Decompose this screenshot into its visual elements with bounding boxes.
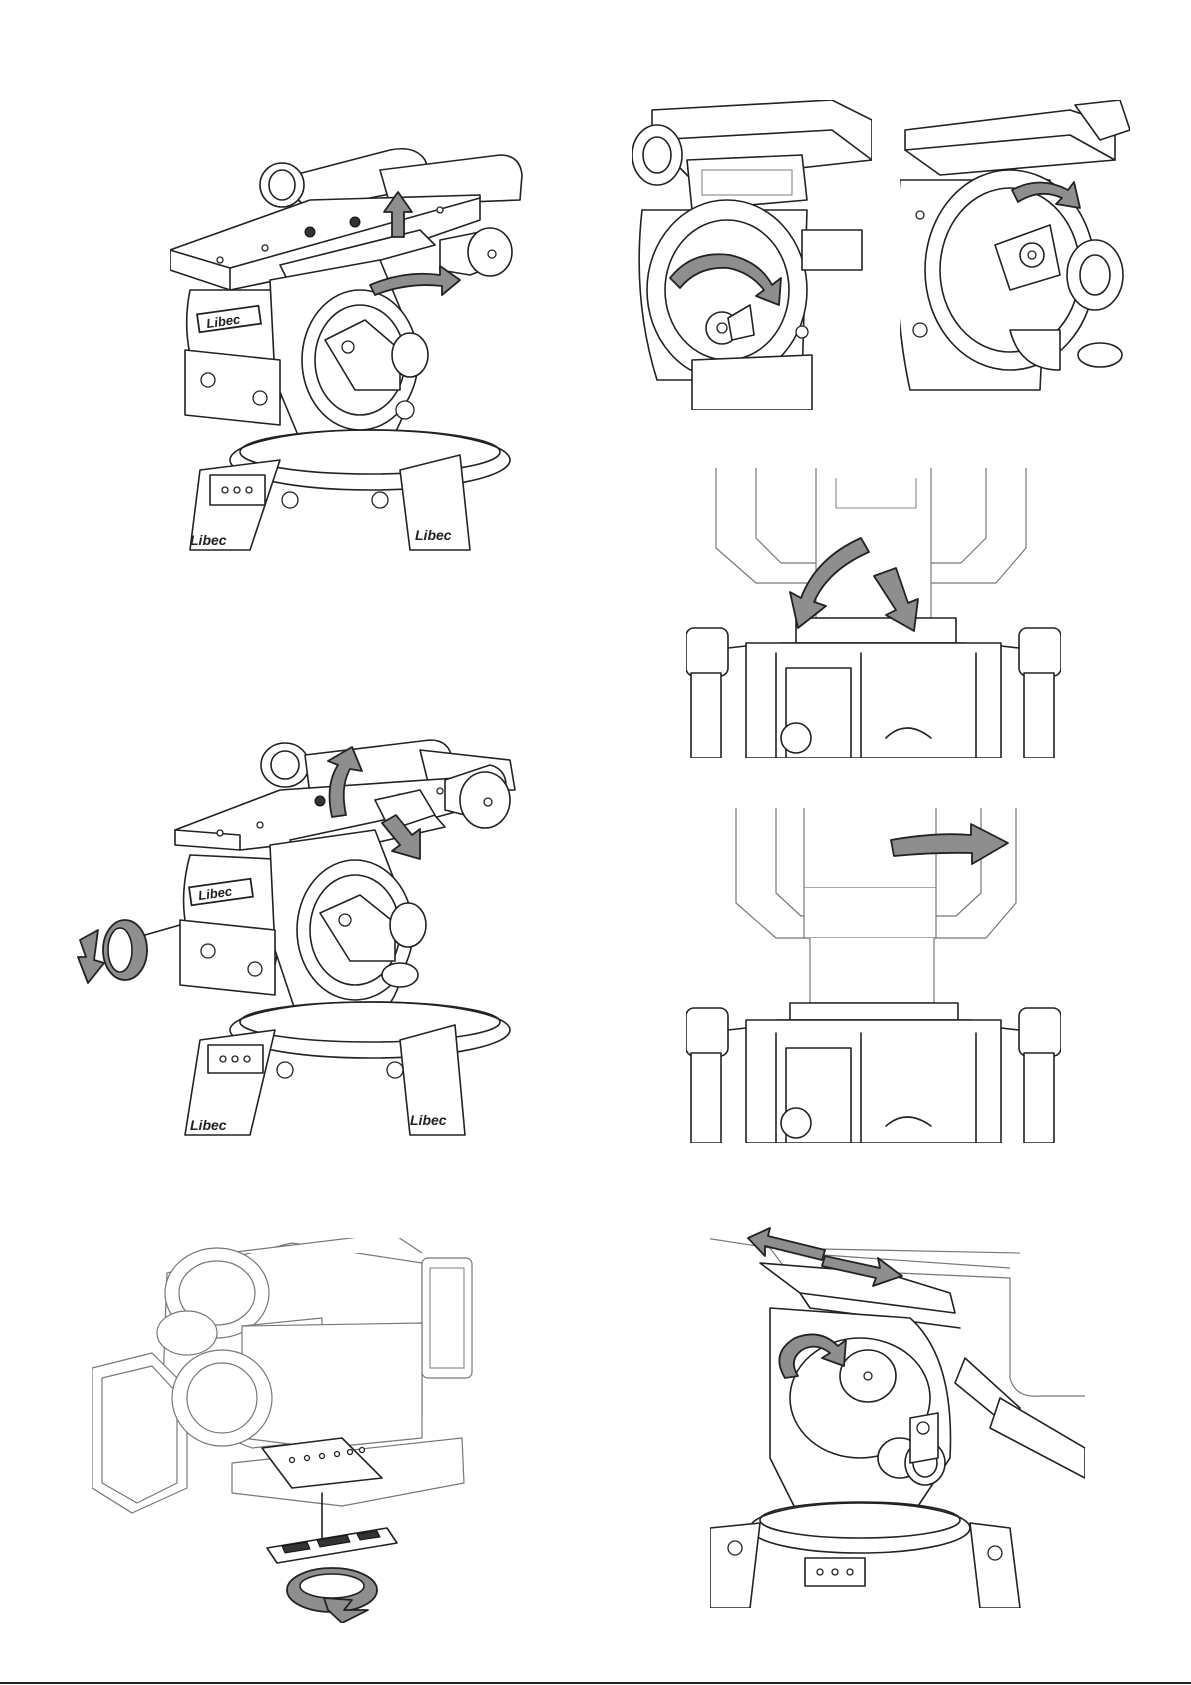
figure-head-plate-release: Libec Libec Libec: [170, 140, 570, 600]
figure-head-plate-secure: Libec Libec Libec: [70, 735, 570, 1165]
rotate-knob-arrow-icon: [78, 920, 147, 983]
screw-rotate-arrow-icon: [287, 1568, 377, 1623]
page-bottom-rule: [0, 1682, 1191, 1684]
figure-balance-plate-slide: [710, 1198, 1085, 1608]
figure-slide-camera-front: [686, 808, 1061, 1143]
leg-brand-text-3: Libec: [190, 1117, 227, 1133]
quick-release-plate: [267, 1528, 397, 1563]
leg-brand-text-2: Libec: [410, 1112, 447, 1128]
figure-attach-plate-camera: [92, 1238, 512, 1623]
leg-brand-text-left: Libec: [190, 532, 227, 548]
figure-mount-camera-front: [686, 468, 1061, 758]
leg-brand-text: Libec: [415, 527, 452, 543]
figure-tilt-lock-left: [632, 100, 872, 410]
figure-tilt-lock-right: [900, 100, 1130, 410]
